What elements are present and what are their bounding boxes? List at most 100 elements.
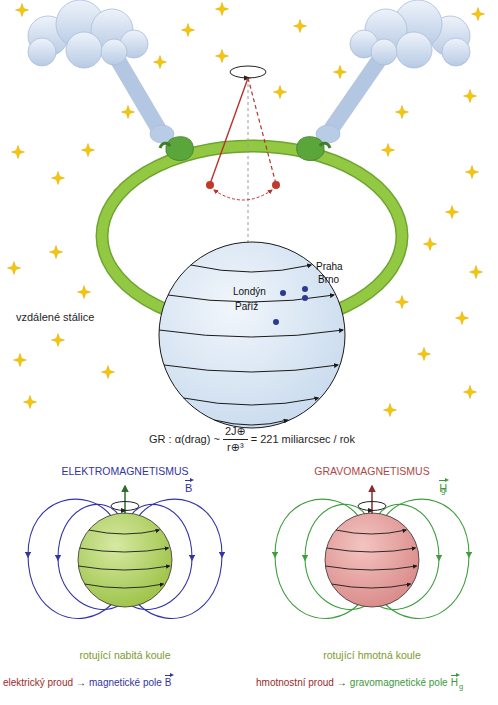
rotation-line [325,566,416,570]
star [334,66,347,79]
formula-text: = 221 miliarcsec / rok [251,434,355,445]
green-hands [160,137,330,161]
star [16,4,29,17]
right-cloud [316,0,470,143]
star [424,238,437,251]
field-subscript: g [441,487,445,495]
green-hand [297,137,324,161]
charged-sphere [78,513,172,607]
city-name: Paříž [235,302,258,312]
rotation-ellipse [111,502,139,511]
field-symbol: B [185,479,192,494]
star [418,348,431,361]
pendulum-string [210,78,248,184]
star [154,56,167,69]
star [102,366,115,379]
panel-title: ELEKTROMAGNETISMUS [61,466,188,477]
star [396,106,409,119]
earth-fill [159,242,345,428]
field-subscript: g [459,683,463,691]
analogy-line: elektrický proud→magnetické poleB [3,674,172,688]
star [122,106,135,119]
formula-text: GR : α(drag) ~ [149,434,220,445]
star [384,404,397,417]
mass-sphere [325,513,419,607]
em-panel [28,486,222,618]
analogy-arrow: → [337,678,347,688]
globe-outline [159,242,345,428]
fraction: 2J⊕r⊕³ [223,426,248,453]
star [8,262,21,275]
rotation-line [191,265,311,272]
star [294,20,307,33]
formula-denominator: r⊕³ [227,440,244,453]
cloud-puff [396,32,432,68]
cloud-puff [28,38,56,66]
analogy-term: gravomagnetické pole [350,678,448,688]
gravitomagnetic-field-lines [275,499,469,618]
city-dot [273,319,279,325]
analogy-line: hmotnostní proud→gravomagnetické poleHg [256,674,463,688]
cloud-puff [371,39,397,65]
star [182,24,195,37]
city-name: Praha [316,262,343,272]
star [274,86,287,99]
panel-caption: rotující hmotná koule [323,650,420,661]
rotation-line [327,548,416,552]
rotation-line [80,548,169,552]
rotation-lines [159,265,343,425]
star [464,386,477,399]
star [456,312,469,325]
field-symbol: B [165,674,172,688]
panel-caption: rotující nabitá koule [79,650,170,661]
formula: GR : α(drag) ~2J⊕r⊕³= 221 miliarcsec / r… [149,426,355,453]
analogy-term: magnetické pole [89,678,162,688]
gm-panel [275,486,469,618]
green-finger [160,143,170,148]
formula-numerator: 2J⊕ [223,426,248,440]
left-cloud [28,0,174,143]
rotation-line [89,530,159,534]
pendulum [206,66,280,242]
rotation-line [85,584,164,588]
star [78,286,91,299]
rotation-line [164,365,338,372]
rotation-line [214,420,287,425]
pendulum-string [248,78,276,184]
field-symbol: H [451,674,458,688]
star [470,266,483,279]
pendulum-bob [272,181,280,189]
star [82,144,95,157]
magnetic-field-lines [28,499,222,618]
panel-title: GRAVOMAGNETISMUS [314,466,429,477]
star [472,8,485,21]
star [52,334,65,347]
star [52,172,65,185]
city-dot [280,290,286,296]
field-symbol: H [439,479,447,494]
star [14,354,27,367]
city-dot [302,295,308,301]
rotation-line [332,584,411,588]
rotation-ellipse [230,66,266,78]
rotation-line [336,530,406,534]
city-dot [302,286,308,292]
analogy-term: elektrický proud [3,678,73,688]
rotation-ellipse [358,502,386,511]
axis-line [248,78,249,242]
rotation-line [159,330,343,337]
earth-globe: PrahaBrnoLondýnPaříž [159,242,345,428]
cloud-puff [101,39,127,65]
rotation-arrow [368,508,374,513]
star [446,206,459,219]
star [216,3,229,16]
earth [159,242,345,428]
star [466,166,479,179]
cloud-puff [66,32,102,68]
star [396,296,409,309]
globe-outline-circle [159,242,345,428]
rotation-line [78,566,169,570]
star [464,90,477,103]
